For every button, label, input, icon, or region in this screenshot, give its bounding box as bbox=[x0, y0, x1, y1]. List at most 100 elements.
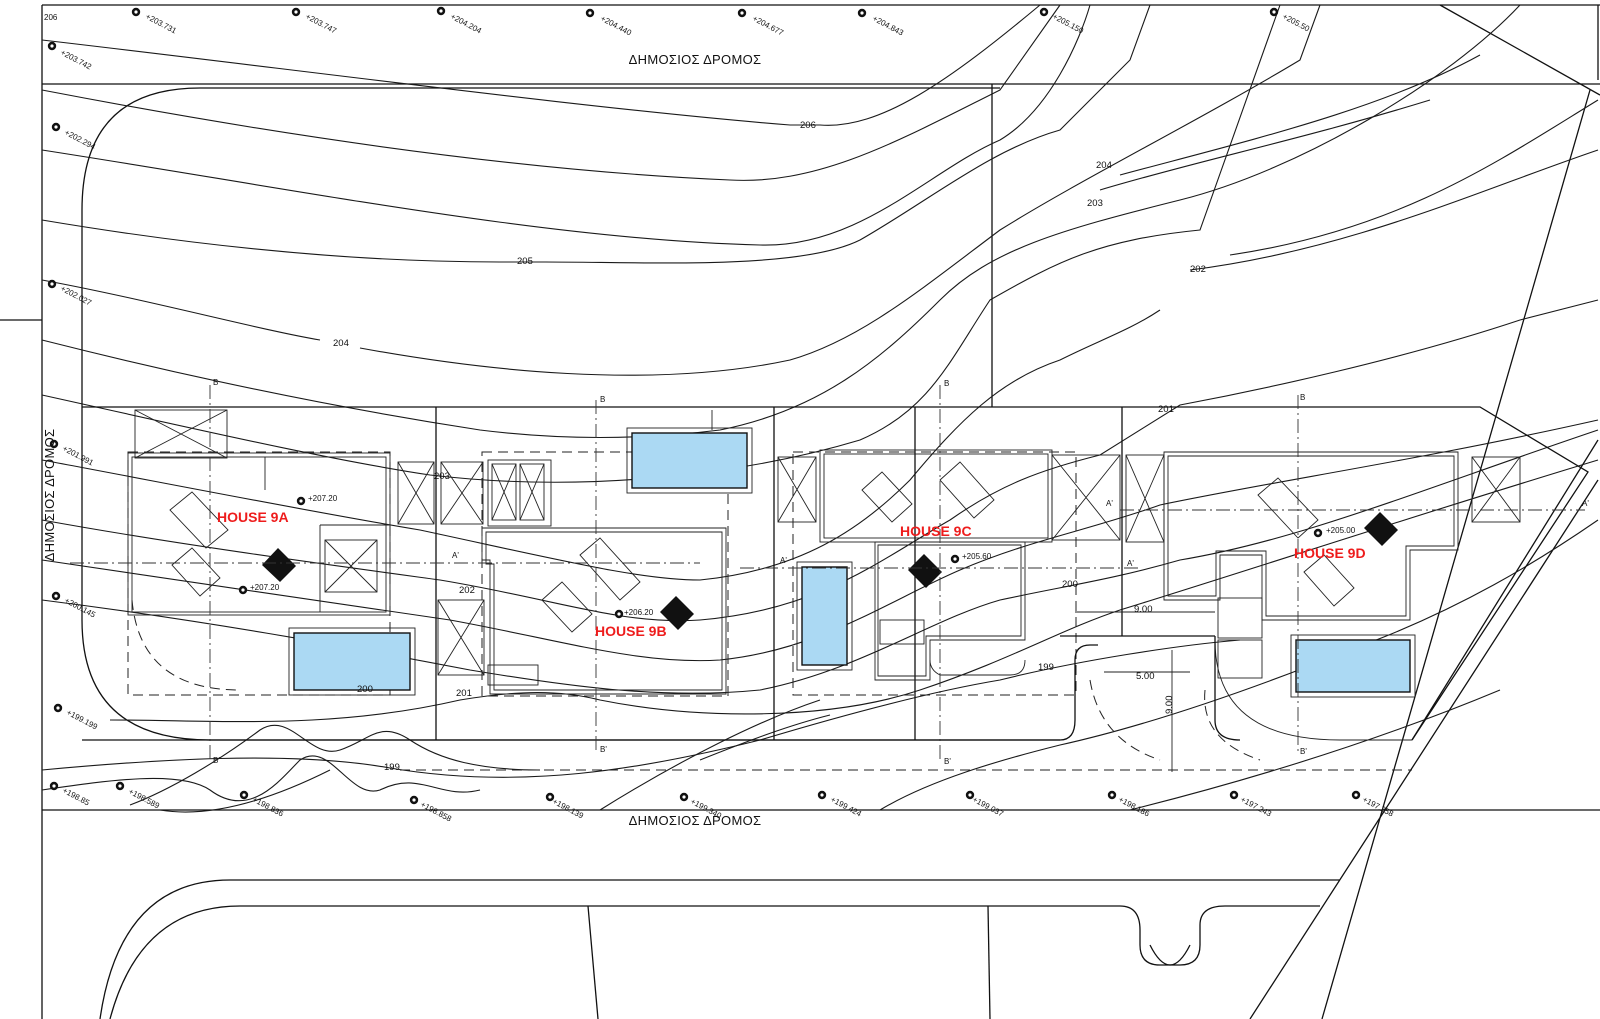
corner-elevation-label: 206 bbox=[44, 13, 58, 22]
survey-point-center bbox=[242, 793, 246, 797]
survey-point-center bbox=[54, 594, 58, 598]
spot-level-label: +198.186 bbox=[1117, 795, 1151, 819]
survey-point-center bbox=[52, 442, 56, 446]
section-marks: B B B B B' B' B' B' A' A' A' A' A' bbox=[213, 378, 1589, 766]
spot-level-label: +199.199 bbox=[65, 708, 99, 732]
survey-point-center bbox=[860, 11, 864, 15]
section-mark: A' bbox=[1106, 499, 1113, 508]
north-road-label: ΔΗΜΟΣΙΟΣ ΔΡΟΜΟΣ bbox=[629, 52, 762, 67]
diagonal-boundary bbox=[1249, 89, 1599, 1019]
spot-level-label: +199.424 bbox=[829, 795, 863, 819]
section-mark: B bbox=[944, 379, 949, 388]
house-9a-pool bbox=[293, 632, 411, 691]
contour-label: 203 bbox=[434, 471, 450, 482]
survey-point-center bbox=[1316, 531, 1320, 535]
house-9a-label: HOUSE 9A bbox=[217, 509, 289, 525]
building-band bbox=[82, 406, 1589, 741]
spot-level-label: +203.747 bbox=[304, 12, 338, 36]
house-9c-pool-edge bbox=[796, 561, 853, 671]
section-mark: B bbox=[1300, 393, 1305, 402]
house-9a-elevation-2: +207.20 bbox=[250, 583, 280, 592]
south-road-label: ΔΗΜΟΣΙΟΣ ΔΡΟΜΟΣ bbox=[629, 813, 762, 828]
sheet-frame bbox=[0, 4, 1600, 1019]
contour-label: 201 bbox=[456, 688, 472, 699]
spot-level-label: +202.294 bbox=[63, 128, 97, 152]
survey-point-center bbox=[294, 10, 298, 14]
house-9b-pool bbox=[631, 432, 748, 489]
contour-label: 206 bbox=[800, 120, 816, 131]
survey-point-center bbox=[953, 557, 957, 561]
survey-point-center bbox=[1232, 793, 1236, 797]
spot-level-label: +198.589 bbox=[127, 787, 161, 811]
section-mark: A' bbox=[1582, 499, 1589, 508]
spot-level-label: +204.204 bbox=[449, 12, 483, 36]
contour-label: 199 bbox=[1038, 662, 1054, 673]
survey-point-center bbox=[588, 11, 592, 15]
spot-levels-top: +203.731 +203.747 +204.204 +204.440 +204… bbox=[144, 12, 1311, 38]
survey-point-center bbox=[1272, 10, 1276, 14]
spot-level-label: +198.139 bbox=[551, 797, 585, 821]
spot-level-label: +197.258 bbox=[1361, 795, 1395, 819]
spot-level-label: +198.836 bbox=[251, 795, 285, 819]
spot-level-label: +203.742 bbox=[59, 48, 93, 72]
spot-level-label: +203.731 bbox=[144, 12, 178, 36]
survey-point-center bbox=[50, 44, 54, 48]
lower-lot bbox=[99, 879, 1340, 1019]
section-mark: B' bbox=[944, 757, 951, 766]
spot-level-label: +199.037 bbox=[971, 795, 1005, 819]
survey-point-center bbox=[54, 125, 58, 129]
survey-point-center bbox=[1354, 793, 1358, 797]
section-mark: A' bbox=[452, 551, 459, 560]
contour-label: 200 bbox=[357, 684, 373, 695]
survey-point-center bbox=[134, 10, 138, 14]
spot-level-label: +204.677 bbox=[751, 14, 785, 38]
section-mark: A' bbox=[1127, 559, 1134, 568]
house-9d-elevation: +205.00 bbox=[1326, 526, 1356, 535]
contour-label: 205 bbox=[517, 256, 533, 267]
section-mark: B' bbox=[1300, 747, 1307, 756]
survey-point-center bbox=[617, 612, 621, 616]
house-9b-label: HOUSE 9B bbox=[595, 623, 667, 639]
house-9c-pool bbox=[801, 566, 848, 666]
survey-point-center bbox=[299, 499, 303, 503]
house-9a-pool-edge bbox=[288, 627, 416, 696]
house-9a-plan bbox=[127, 409, 435, 696]
spot-level-label: +198.85 bbox=[61, 786, 91, 808]
house-9c-elevation: +205.60 bbox=[962, 552, 992, 561]
contour-label: 204 bbox=[333, 338, 349, 349]
spot-level-label: +198.858 bbox=[419, 800, 453, 824]
house-9d-plan bbox=[1125, 451, 1521, 741]
survey-point-center bbox=[241, 588, 245, 592]
contour-label: 199 bbox=[384, 762, 400, 773]
survey-point-center bbox=[740, 11, 744, 15]
survey-point-center bbox=[52, 784, 56, 788]
contour-label: 203 bbox=[1087, 198, 1103, 209]
house-9d-label: HOUSE 9D bbox=[1294, 545, 1366, 561]
survey-point-center bbox=[548, 795, 552, 799]
section-mark: B' bbox=[600, 745, 607, 754]
survey-point-center bbox=[1042, 10, 1046, 14]
house-9c-label: HOUSE 9C bbox=[900, 523, 972, 539]
survey-point-center bbox=[56, 706, 60, 710]
survey-point-center bbox=[118, 784, 122, 788]
spot-level-label: +204.843 bbox=[871, 14, 905, 38]
spot-level-label: +205.150 bbox=[1051, 12, 1085, 36]
contour-label: 202 bbox=[1190, 264, 1206, 275]
section-mark: B' bbox=[213, 756, 220, 765]
spot-level-label: +205.50 bbox=[1281, 12, 1311, 34]
house-9b-plan bbox=[437, 410, 729, 697]
spot-levels-left: +203.742 +202.294 +202.027 +201.991 +200… bbox=[59, 48, 99, 732]
section-mark: B bbox=[600, 395, 605, 404]
house-9c-plan bbox=[777, 449, 1121, 696]
survey-point-center bbox=[412, 798, 416, 802]
contour-label: 200 bbox=[1062, 579, 1078, 590]
spot-level-markers bbox=[47, 6, 1361, 805]
survey-point-center bbox=[439, 9, 443, 13]
dimension-label: 9.00 bbox=[1134, 604, 1153, 615]
dimension-label: 9.00 bbox=[1164, 696, 1175, 715]
survey-point-center bbox=[968, 793, 972, 797]
spot-level-label: +202.027 bbox=[59, 284, 93, 308]
spot-level-label: +204.440 bbox=[599, 14, 633, 38]
contour-label: 202 bbox=[459, 585, 475, 596]
